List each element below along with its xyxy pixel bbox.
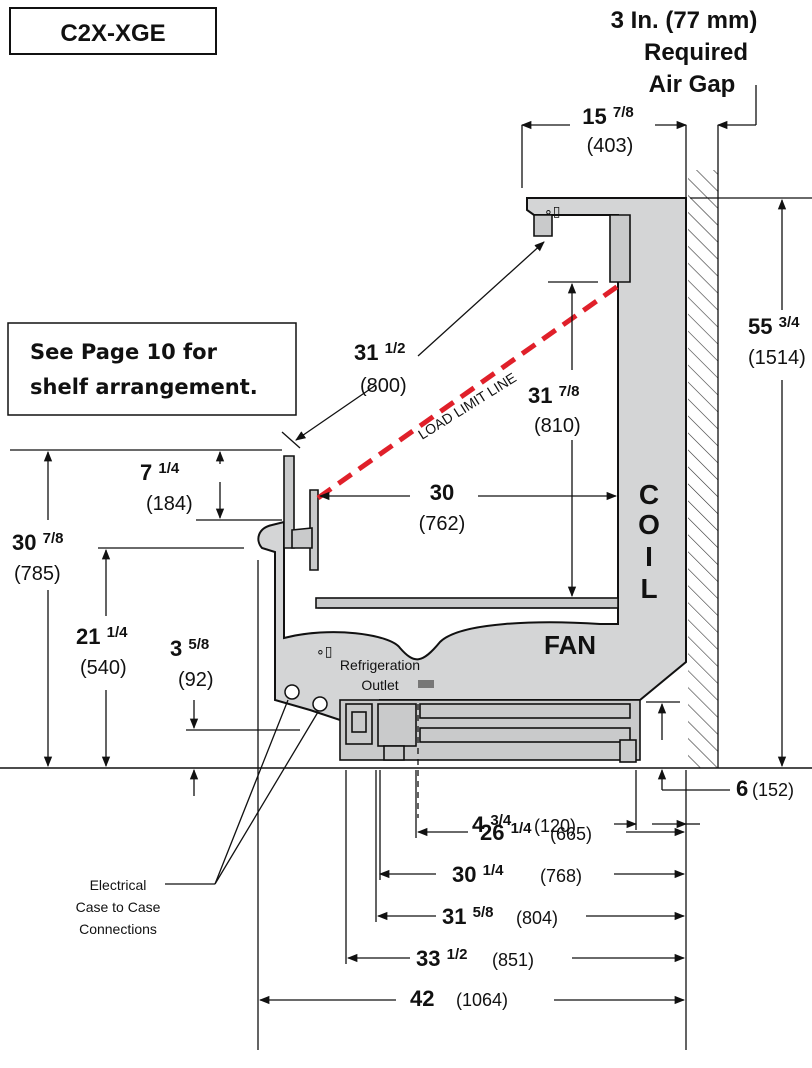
dim-d1: 4 3/4 (120) xyxy=(472,812,700,837)
svg-text:O: O xyxy=(638,509,660,540)
coil-label: C O I L xyxy=(638,479,660,604)
dim-d3: 30 1/4 (768) xyxy=(378,862,686,887)
svg-text:C: C xyxy=(639,479,659,510)
model-title-box: C2X-XGE xyxy=(9,7,217,55)
electrical-label: Electrical Case to Case Connections xyxy=(76,699,319,937)
extension-lines xyxy=(257,560,687,1050)
wall-hatching xyxy=(688,170,718,768)
svg-text:(540): (540) xyxy=(80,657,127,679)
svg-text:(1064): (1064) xyxy=(456,990,508,1010)
svg-text:(800): (800) xyxy=(360,375,407,397)
svg-text:30 7/8: 30 7/8 xyxy=(12,530,63,555)
svg-text:33 1/2: 33 1/2 xyxy=(416,946,467,971)
refrigeration-label: Refrigeration xyxy=(340,657,420,673)
dim-opening-height: 31 7/8 (810) xyxy=(528,281,598,598)
svg-text:(785): (785) xyxy=(14,563,61,585)
svg-text:Connections: Connections xyxy=(79,921,157,937)
dim-shelf-depth: 30 (762) xyxy=(318,480,618,535)
dim-rear-base: 6 (152) xyxy=(646,701,794,801)
svg-text:3 5/8: 3 5/8 xyxy=(170,636,209,661)
svg-text:31 1/2: 31 1/2 xyxy=(354,340,405,365)
dim-front-height: 30 7/8 (785) xyxy=(10,449,282,768)
svg-text:42: 42 xyxy=(410,986,434,1011)
svg-text:26 1/4: 26 1/4 xyxy=(480,820,532,845)
air-gap-line-2: Required xyxy=(644,39,748,66)
model-title: C2X-XGE xyxy=(60,20,165,47)
air-gap-label: 3 In. (77 mm) Required Air Gap xyxy=(611,7,758,98)
svg-text:15 7/8: 15 7/8 xyxy=(582,104,633,129)
svg-text:∘▯: ∘▯ xyxy=(316,643,332,659)
svg-text:(120): (120) xyxy=(534,816,576,836)
svg-text:(851): (851) xyxy=(492,950,534,970)
svg-text:4 3/4: 4 3/4 xyxy=(472,812,512,837)
svg-text:(762): (762) xyxy=(419,513,466,535)
svg-text:30 1/4: 30 1/4 xyxy=(452,862,504,887)
case-body: ∘▯ ∘▯ xyxy=(257,197,687,763)
svg-text:(152): (152) xyxy=(752,780,794,800)
note-line-1: See Page 10 for xyxy=(30,340,218,364)
dim-d5: 33 1/2 (851) xyxy=(346,946,686,971)
svg-text:L: L xyxy=(640,573,657,604)
svg-text:6: 6 xyxy=(736,776,748,801)
svg-text:∘▯: ∘▯ xyxy=(544,203,560,219)
svg-text:(1514): (1514) xyxy=(748,347,806,369)
dim-d4: 31 5/8 (804) xyxy=(376,904,686,929)
dim-d6: 42 (1064) xyxy=(258,986,686,1011)
dim-top-depth: 15 7/8 (403) xyxy=(520,85,757,188)
svg-text:(804): (804) xyxy=(516,908,558,928)
svg-text:7 1/4: 7 1/4 xyxy=(140,460,180,485)
svg-text:(665): (665) xyxy=(550,824,592,844)
svg-text:I: I xyxy=(645,541,653,572)
svg-text:31 7/8: 31 7/8 xyxy=(528,383,579,408)
fan-label: FAN xyxy=(544,630,596,660)
shelf-note-box: See Page 10 for shelf arrangement. xyxy=(7,322,297,416)
svg-text:Case to Case: Case to Case xyxy=(76,899,161,915)
dim-total-height: 55 3/4 (1514) xyxy=(690,197,812,768)
load-limit-label: LOAD LIMIT LINE xyxy=(415,369,519,442)
dim-diagonal: 31 1/2 (800) xyxy=(281,241,545,449)
dim-base-height: 3 5/8 (92) xyxy=(170,636,300,796)
svg-text:(184): (184) xyxy=(146,493,193,515)
note-line-2: shelf arrangement. xyxy=(30,375,258,399)
svg-text:30: 30 xyxy=(430,480,454,505)
svg-text:21 1/4: 21 1/4 xyxy=(76,624,128,649)
svg-text:55 3/4: 55 3/4 xyxy=(748,314,800,339)
svg-text:(403): (403) xyxy=(587,135,634,157)
air-gap-line-3: Air Gap xyxy=(649,71,736,98)
svg-text:(768): (768) xyxy=(540,866,582,886)
load-limit-line xyxy=(316,283,620,501)
dim-d2: 26 1/4 (665) xyxy=(416,820,686,845)
dim-deck-height: 21 1/4 (540) xyxy=(76,547,244,768)
air-gap-line-1: 3 In. (77 mm) xyxy=(611,7,758,34)
outlet-label: Outlet xyxy=(361,677,398,693)
dim-front-rise: 7 1/4 (184) xyxy=(140,450,282,521)
svg-text:(810): (810) xyxy=(534,415,581,437)
svg-text:31 5/8: 31 5/8 xyxy=(442,904,493,929)
svg-text:(92): (92) xyxy=(178,669,214,691)
svg-text:Electrical: Electrical xyxy=(90,877,147,893)
